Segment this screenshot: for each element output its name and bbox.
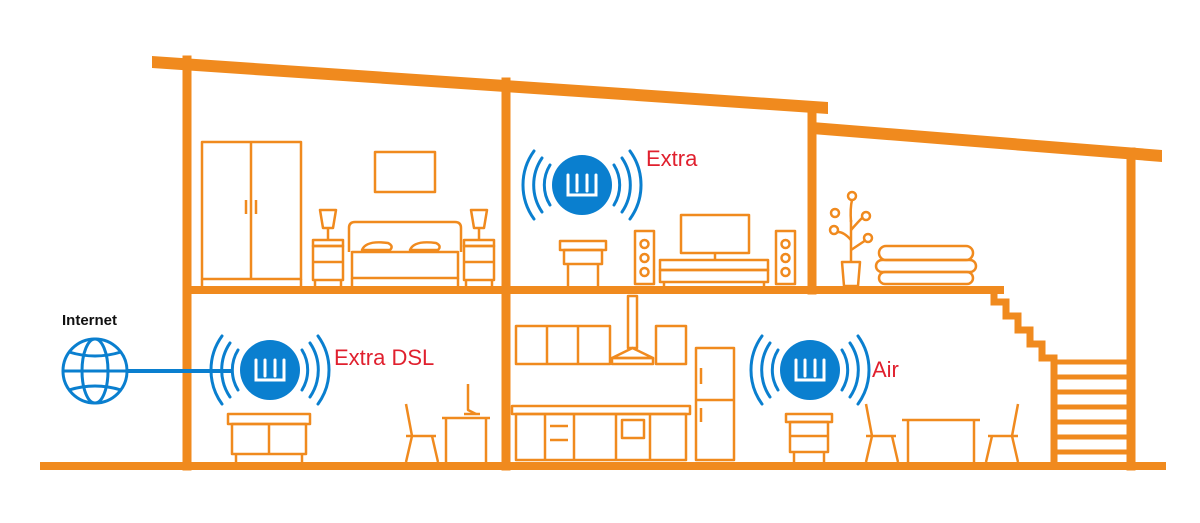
globe-icon: [61, 337, 129, 405]
desk: [442, 384, 490, 462]
nightstand-right: [462, 208, 496, 286]
dining-chair-3: [984, 403, 1020, 463]
router-device-air: [749, 334, 871, 406]
signal-waves: [521, 149, 643, 221]
signal-waves: [209, 334, 331, 406]
wardrobe: [200, 140, 303, 286]
wall-picture: [373, 150, 437, 194]
router-device-extra-dsl: [209, 334, 331, 406]
router-icon: [794, 358, 826, 382]
roof-left: [152, 56, 828, 114]
router-icon: [254, 358, 286, 382]
dining-table: [902, 418, 980, 462]
device-label-extra: Extra: [646, 146, 698, 171]
router-icon: [566, 173, 598, 197]
bed: [347, 220, 463, 286]
upper-cabinets: [514, 324, 612, 366]
cabinet-small: [784, 412, 834, 462]
speaker-right: [774, 229, 797, 286]
dining-chair-2: [864, 403, 900, 463]
furniture: [200, 140, 1020, 463]
range-hood: [610, 294, 655, 366]
plant: [828, 190, 874, 288]
fridge: [694, 346, 736, 462]
device-label-air: Air: [872, 357, 899, 382]
staircase-steps: [1055, 359, 1130, 455]
device-label-extra-dsl: Extra DSL: [334, 345, 435, 370]
tv-stand: [658, 258, 770, 286]
signal-waves: [749, 334, 871, 406]
sofa: [874, 244, 978, 286]
dining-chair-1: [404, 403, 440, 463]
speaker-left: [633, 229, 656, 286]
router-disc: [780, 340, 840, 400]
router-disc: [552, 155, 612, 215]
internet-label: Internet: [62, 312, 118, 329]
dresser: [226, 412, 312, 462]
roof-right: [812, 122, 1162, 162]
tv: [679, 213, 751, 260]
upper-cabinet-right: [654, 324, 688, 366]
router-disc: [240, 340, 300, 400]
router-device-extra: [521, 149, 643, 221]
lower-cabinets: [510, 404, 692, 462]
staircase: [990, 290, 1058, 466]
side-table: [558, 239, 608, 286]
house-structure: [40, 55, 1166, 471]
nightstand-left: [311, 208, 345, 286]
